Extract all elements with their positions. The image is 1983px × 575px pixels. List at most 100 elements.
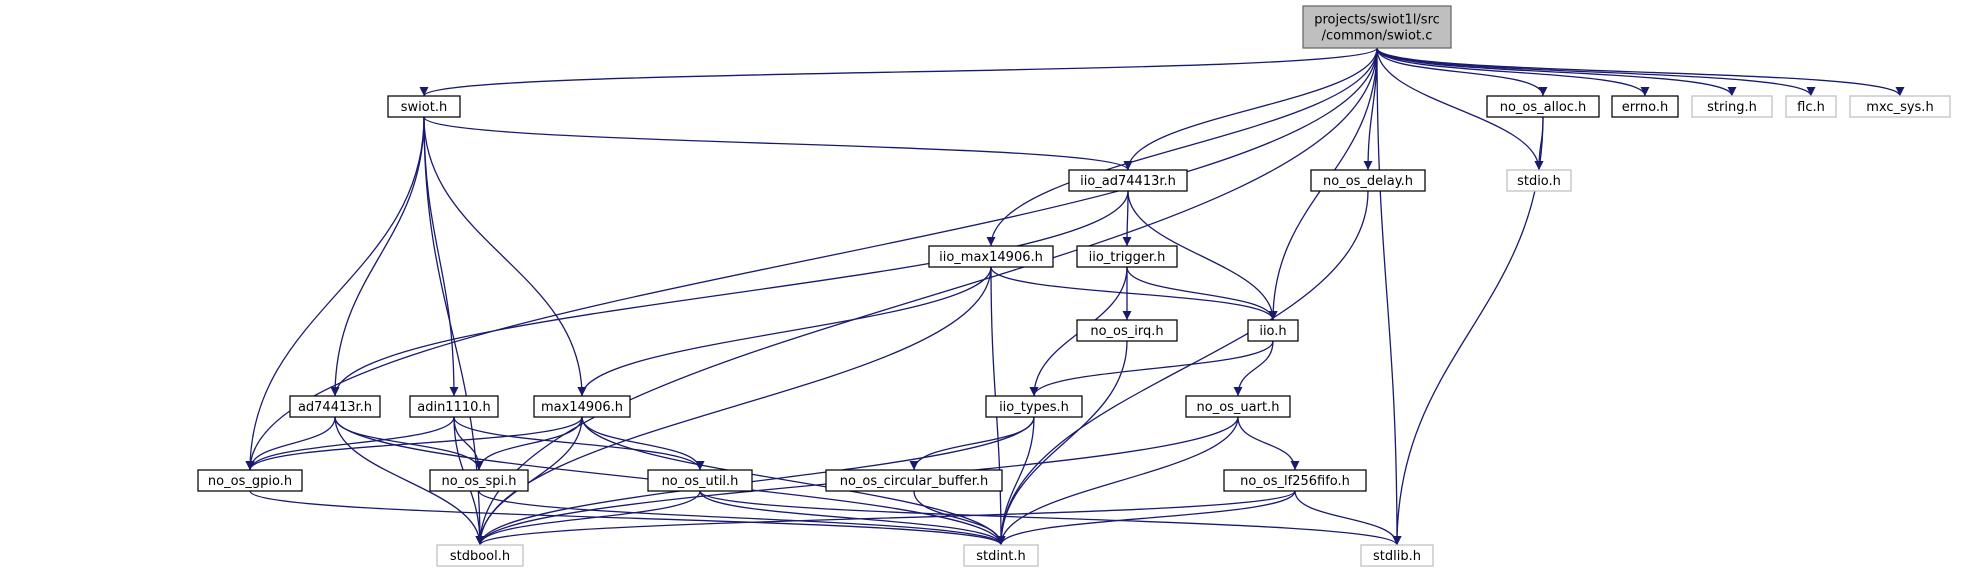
node-iio-trigger-h[interactable]: iio_trigger.h	[1076, 245, 1178, 268]
node-label-stdint-h: stdint.h	[976, 549, 1025, 564]
edge-swiot-h-to-adin1110-h	[423, 116, 459, 397]
node-stdint-h: stdint.h	[963, 544, 1039, 567]
node-label-iio-h: iio.h	[1259, 324, 1286, 339]
node-no-os-circular-buffer-h[interactable]: no_os_circular_buffer.h	[825, 469, 1003, 492]
node-swiot-h[interactable]: swiot.h	[387, 95, 461, 118]
edge-iio-types-h-to-stdbool-h	[475, 416, 1035, 546]
edge-no-os-delay-h-to-stdint-h	[996, 190, 1369, 546]
node-label-stdbool-h: stdbool.h	[450, 549, 510, 564]
edge-no-os-lf256fifo-h-to-stdlib-h	[1294, 490, 1402, 546]
node-label-no-os-spi-h: no_os_spi.h	[442, 474, 517, 489]
node-mxc-sys-h: mxc_sys.h	[1849, 95, 1951, 118]
node-root: projects/swiot1l/src/common/swiot.c	[1302, 5, 1452, 49]
node-box-no-os-spi-h	[429, 469, 529, 492]
node-iio-ad74413r-h[interactable]: iio_ad74413r.h	[1068, 169, 1188, 192]
node-box-no-os-alloc-h	[1486, 95, 1600, 118]
node-label-no-os-uart-h: no_os_uart.h	[1197, 400, 1280, 415]
edge-root-to-swiot-h	[419, 47, 1378, 97]
node-string-h: string.h	[1691, 95, 1773, 118]
node-no-os-lf256fifo-h[interactable]: no_os_lf256fifo.h	[1223, 469, 1367, 492]
node-box-iio-types-h	[985, 395, 1083, 418]
node-stdlib-h: stdlib.h	[1360, 544, 1434, 567]
edge-root-to-iio-ad74413r-h	[1123, 47, 1378, 171]
node-label-stdlib-h: stdlib.h	[1373, 549, 1421, 564]
node-box-root	[1302, 5, 1452, 49]
node-box-no-os-delay-h	[1310, 169, 1426, 192]
node-ad74413r-h[interactable]: ad74413r.h	[289, 395, 381, 418]
node-label-root-1: projects/swiot1l/src	[1314, 13, 1440, 28]
edge-iio-ad74413r-h-to-iio-h	[1127, 190, 1278, 321]
edge-ad74413r-h-to-no-os-gpio-h	[245, 416, 336, 471]
node-no-os-spi-h[interactable]: no_os_spi.h	[429, 469, 529, 492]
node-box-ad74413r-h	[289, 395, 381, 418]
edge-iio-h-to-iio-types-h	[1029, 340, 1274, 397]
edge-max14906-h-to-stdbool-h	[475, 416, 583, 546]
node-box-iio-h	[1247, 319, 1299, 342]
edge-swiot-h-to-iio-ad74413r-h	[423, 116, 1133, 171]
edge-root-to-string-h	[1376, 47, 1737, 97]
node-no-os-gpio-h[interactable]: no_os_gpio.h	[197, 469, 303, 492]
node-no-os-delay-h[interactable]: no_os_delay.h	[1310, 169, 1426, 192]
node-box-stdint-h	[963, 544, 1039, 567]
edge-no-os-util-h-to-stdint-h	[699, 490, 1006, 546]
edge-max14906-h-to-no-os-spi-h	[474, 416, 583, 471]
edge-no-os-util-h-to-stdlib-h	[699, 490, 1402, 546]
node-box-no-os-irq-h	[1076, 319, 1178, 342]
node-label-no-os-gpio-h: no_os_gpio.h	[208, 474, 292, 489]
edge-no-os-lf256fifo-h-to-stdbool-h	[475, 490, 1296, 546]
node-no-os-uart-h[interactable]: no_os_uart.h	[1185, 395, 1291, 418]
node-box-stdio-h	[1506, 169, 1572, 192]
edge-iio-types-h-to-stdint-h	[996, 416, 1035, 546]
node-box-no-os-util-h	[647, 469, 753, 492]
edge-iio-max14906-h-to-stdbool-h	[475, 266, 992, 546]
node-iio-types-h[interactable]: iio_types.h	[985, 395, 1083, 418]
node-box-iio-trigger-h	[1076, 245, 1178, 268]
edge-adin1110-h-to-no-os-util-h	[453, 416, 705, 471]
edge-no-os-circular-buffer-h-to-stdint-h	[913, 490, 1006, 546]
node-no-os-irq-h[interactable]: no_os_irq.h	[1076, 319, 1178, 342]
node-errno-h[interactable]: errno.h	[1611, 95, 1679, 118]
node-box-stdlib-h	[1360, 544, 1434, 567]
node-box-errno-h	[1611, 95, 1679, 118]
edge-root-to-flc-h	[1376, 47, 1816, 97]
node-no-os-util-h[interactable]: no_os_util.h	[647, 469, 753, 492]
node-flc-h: flc.h	[1785, 95, 1837, 118]
node-label-flc-h: flc.h	[1797, 100, 1825, 115]
node-label-errno-h: errno.h	[1622, 100, 1669, 115]
node-box-string-h	[1691, 95, 1773, 118]
node-label-iio-max14906-h: iio_max14906.h	[939, 250, 1043, 265]
node-label-no-os-irq-h: no_os_irq.h	[1090, 324, 1163, 339]
edge-iio-h-to-no-os-uart-h	[1233, 340, 1274, 397]
node-label-no-os-lf256fifo-h: no_os_lf256fifo.h	[1240, 474, 1350, 489]
node-iio-max14906-h[interactable]: iio_max14906.h	[928, 245, 1054, 268]
node-stdio-h: stdio.h	[1506, 169, 1572, 192]
node-label-iio-trigger-h: iio_trigger.h	[1089, 250, 1166, 265]
edges-layer	[245, 47, 1905, 546]
edge-iio-ad74413r-h-to-iio-trigger-h	[1122, 190, 1132, 247]
node-label-swiot-h: swiot.h	[401, 100, 447, 115]
node-label-no-os-circular-buffer-h: no_os_circular_buffer.h	[840, 474, 989, 489]
edge-root-to-errno-h	[1376, 47, 1650, 97]
edge-ad74413r-h-to-stdbool-h	[334, 416, 485, 546]
edge-no-os-uart-h-to-stdint-h	[996, 416, 1239, 546]
node-box-swiot-h	[387, 95, 461, 118]
node-max14906-h[interactable]: max14906.h	[533, 395, 631, 418]
edge-no-os-util-h-to-stdbool-h	[475, 490, 701, 546]
node-no-os-alloc-h[interactable]: no_os_alloc.h	[1486, 95, 1600, 118]
node-label-adin1110-h: adin1110.h	[417, 400, 491, 415]
edge-iio-max14906-h-to-max14906-h	[577, 266, 992, 397]
edge-max14906-h-to-no-os-util-h	[581, 416, 705, 471]
edge-iio-types-h-to-no-os-circular-buffer-h	[909, 416, 1035, 471]
node-box-iio-ad74413r-h	[1068, 169, 1188, 192]
edge-max14906-h-to-no-os-gpio-h	[245, 416, 583, 471]
node-box-no-os-uart-h	[1185, 395, 1291, 418]
edge-root-to-no-os-gpio-h	[245, 47, 1378, 471]
node-iio-h[interactable]: iio.h	[1247, 319, 1299, 342]
node-box-mxc-sys-h	[1849, 95, 1951, 118]
node-adin1110-h[interactable]: adin1110.h	[409, 395, 499, 418]
edge-root-to-no-os-alloc-h	[1376, 47, 1548, 97]
edge-no-os-lf256fifo-h-to-stdint-h	[996, 490, 1296, 546]
node-box-no-os-lf256fifo-h	[1223, 469, 1367, 492]
node-label-no-os-delay-h: no_os_delay.h	[1323, 174, 1413, 189]
